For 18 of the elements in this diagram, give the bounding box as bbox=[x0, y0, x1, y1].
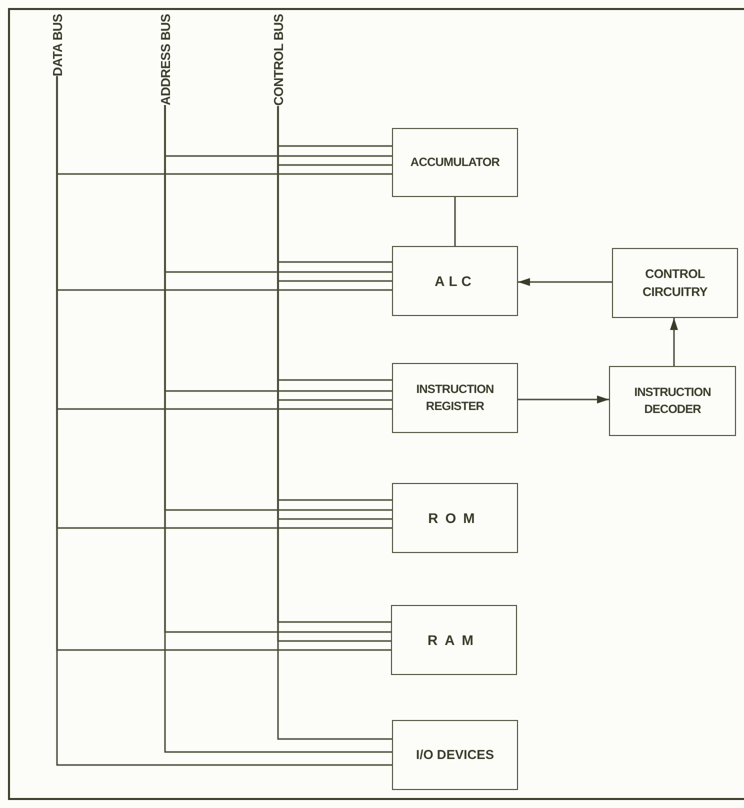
block-box: I/O DEVICES bbox=[392, 720, 518, 790]
connector-line bbox=[56, 76, 392, 766]
block-box: ALC bbox=[392, 246, 518, 316]
arrow bbox=[518, 278, 612, 286]
block-box: ROM bbox=[392, 483, 518, 553]
bus-label: ADDRESS BUS bbox=[158, 14, 172, 106]
arrow bbox=[670, 318, 678, 366]
bus-label: CONTROL BUS bbox=[270, 14, 286, 106]
bus-label: DATA BUS bbox=[50, 14, 64, 76]
connector-line bbox=[164, 105, 392, 753]
arrow bbox=[518, 396, 609, 404]
block-box: ACCUMULATOR bbox=[392, 128, 518, 197]
block-box: INSTRUCTION DECODER bbox=[609, 366, 736, 436]
connector-line bbox=[454, 197, 456, 246]
block-box: RAM bbox=[391, 605, 517, 675]
block-box: CONTROL CIRCUITRY bbox=[612, 248, 738, 318]
connector-line bbox=[277, 106, 392, 740]
block-box: INSTRUCTION REGISTER bbox=[392, 363, 518, 433]
